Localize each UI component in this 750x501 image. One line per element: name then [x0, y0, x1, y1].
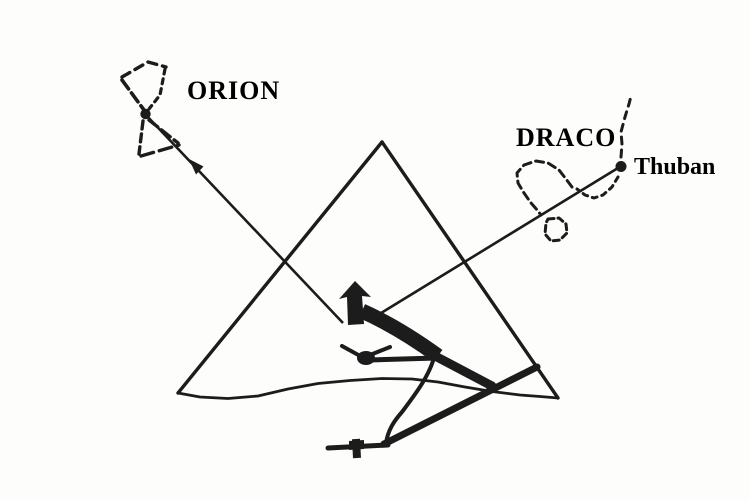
- queens-chamber-left-shaft: [340, 344, 364, 359]
- orion-shoulders-line: [120, 60, 168, 79]
- descending-passage: [380, 363, 541, 448]
- draco-tail-line: [619, 94, 633, 159]
- pyramid-right-face: [380, 140, 560, 400]
- orion-left-side-line: [120, 78, 146, 112]
- pyramid-interior: [325, 281, 541, 459]
- draco-body-dip-line: [575, 175, 620, 200]
- thuban-label: Thuban: [634, 154, 715, 180]
- orion-constellation: [120, 60, 181, 158]
- pyramid-left-face: [176, 140, 384, 395]
- subterranean-pit-plug-cap: [349, 440, 364, 450]
- draco-body-loop-line: [515, 159, 574, 217]
- draco-constellation: [515, 94, 633, 243]
- orion-right-side-line: [147, 67, 167, 111]
- thuban-star-icon: [615, 161, 627, 172]
- draco-head-line: [543, 216, 569, 243]
- orion-belt-star-icon: [140, 108, 151, 120]
- orion-label: ORION: [187, 76, 280, 105]
- orion-shaft-arrowhead-icon: [189, 159, 204, 175]
- horizontal-passage: [367, 355, 440, 363]
- orion-shaft-line: [145, 114, 344, 324]
- well-shaft: [384, 359, 435, 445]
- ascending-passage: [432, 352, 497, 391]
- draco-label: DRACO: [516, 123, 616, 152]
- grand-gallery: [358, 304, 443, 363]
- orion-right-leg-line: [147, 118, 180, 145]
- ground-line: [176, 377, 560, 400]
- draco-shaft-line: [367, 166, 619, 323]
- orion-left-leg-line: [137, 119, 145, 156]
- queens-chamber-right-shaft: [368, 345, 392, 357]
- shaft-alignment-lines: [145, 114, 619, 324]
- orion-feet-line: [139, 143, 181, 158]
- pyramid-outline: [176, 140, 560, 400]
